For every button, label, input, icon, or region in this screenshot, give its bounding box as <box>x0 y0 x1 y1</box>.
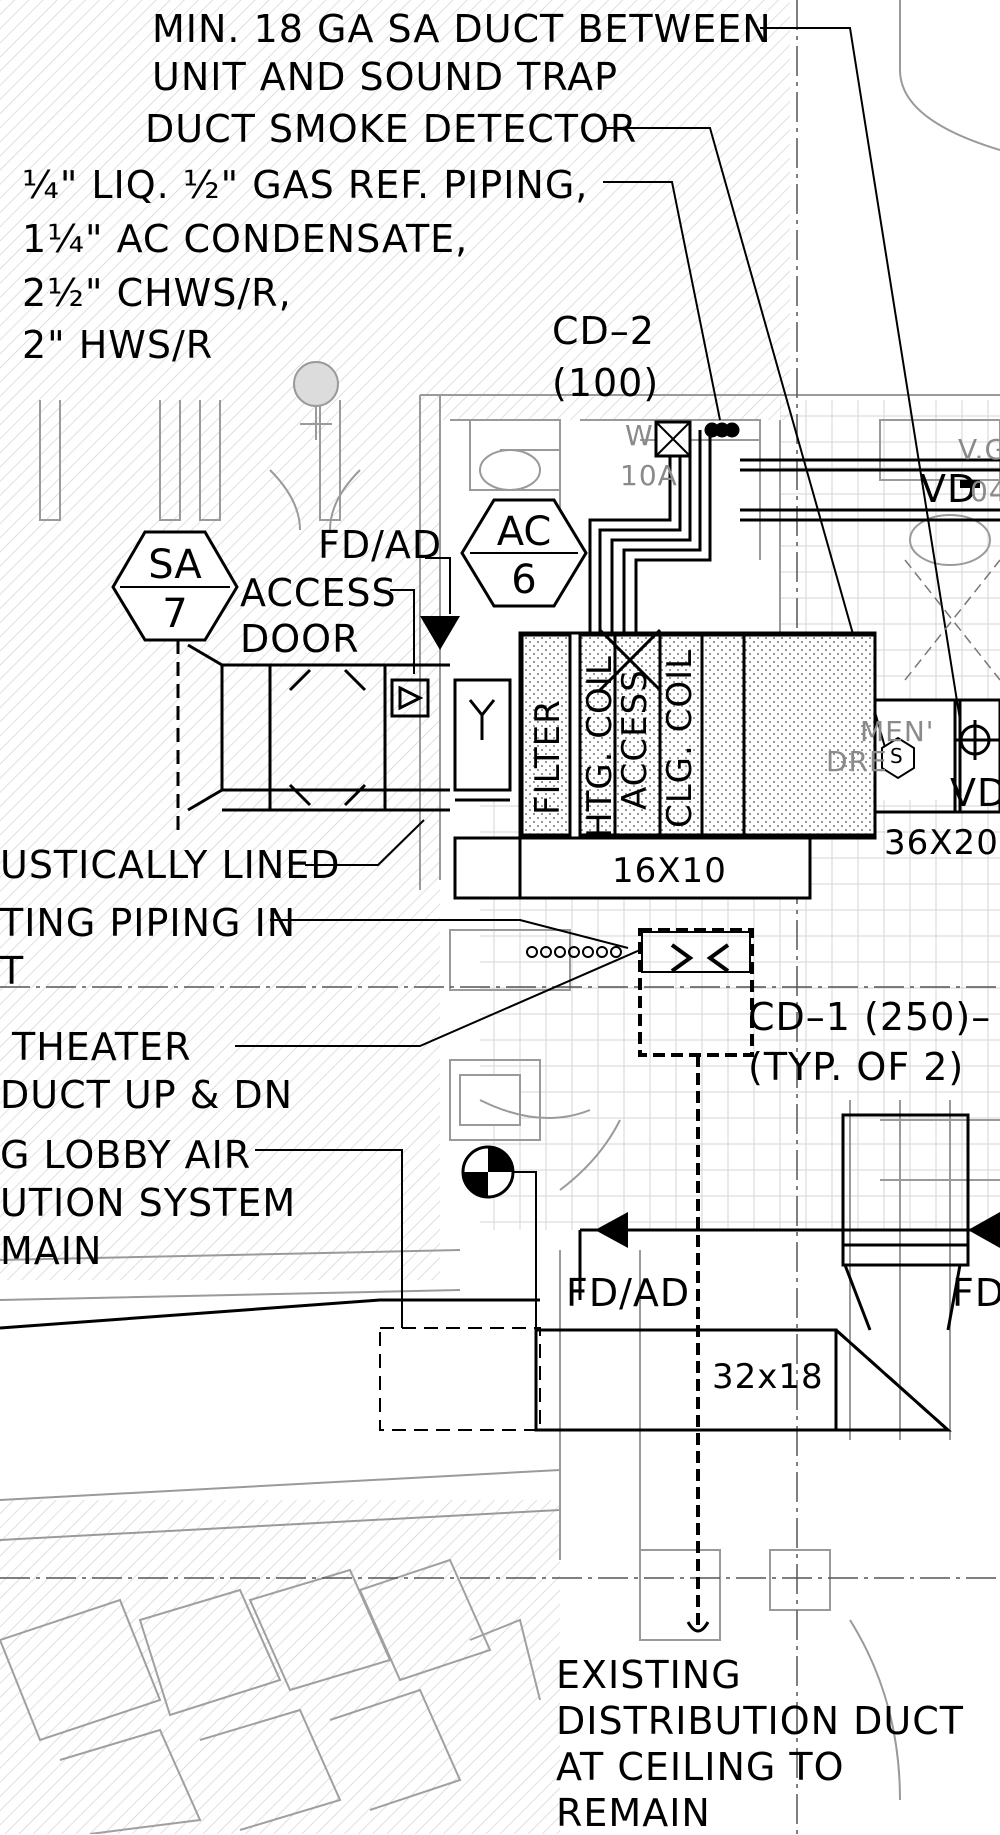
section-filter: FILTER <box>528 699 568 815</box>
tag-ac-label: AC <box>496 509 552 555</box>
note-smoke-detector: DUCT SMOKE DETECTOR <box>145 107 638 151</box>
room-label-10a: 10A <box>620 459 678 492</box>
piping-bundle <box>588 422 1000 633</box>
sound-trap-duct <box>176 640 512 830</box>
tag-fd-ad-bottom: FD/AD <box>566 1271 691 1315</box>
tag-vd-right: VD <box>950 771 1000 815</box>
note-piping-line2: 1¼" AC CONDENSATE, <box>22 217 469 261</box>
theater-seating <box>0 1558 541 1834</box>
fd-marker-right <box>968 1212 1000 1248</box>
smoke-detector-hex <box>881 736 915 780</box>
tag-fd-right: FD <box>952 1271 1000 1315</box>
note-lobby-line1: G LOBBY AIR <box>0 1133 252 1177</box>
duct-size-small: 16X10 <box>612 851 727 891</box>
note-theater-line1: THEATER <box>12 1025 192 1069</box>
cd2-diffuser-cross <box>655 421 691 457</box>
tag-sa-number: 7 <box>162 591 188 637</box>
tag-cd1-typ: (TYP. OF 2) <box>748 1045 965 1089</box>
duct-break-mark <box>686 1621 710 1633</box>
section-htg-coil: HTG. COIL <box>580 655 620 838</box>
note-distribution-line4: REMAIN <box>556 1791 711 1835</box>
section-access: ACCESS <box>615 669 655 810</box>
note-theater-line2: DUCT UP & DN <box>0 1073 294 1117</box>
note-min-duct-line1: MIN. 18 GA SA DUCT BETWEEN <box>152 7 772 51</box>
right-duct <box>873 559 1000 814</box>
note-existing-piping-line2: T <box>0 949 25 993</box>
tag-cd1: CD–1 (250)– <box>748 995 992 1039</box>
leader-lines <box>235 27 961 1328</box>
note-lobby-line2: UTION SYSTEM <box>0 1181 297 1225</box>
ac-unit <box>453 628 877 900</box>
note-existing-piping-line1: TING PIPING IN <box>0 901 297 945</box>
note-distribution-line3: AT CEILING TO <box>556 1745 845 1789</box>
note-min-duct-line2: UNIT AND SOUND TRAP <box>152 55 619 99</box>
room-label-vg: V.G <box>958 433 1000 466</box>
room-label-mens: MEN' <box>860 715 935 748</box>
tag-access-door-line1: ACCESS <box>240 571 397 615</box>
room-label-04: 04 <box>970 475 1000 508</box>
cd1-arrows <box>670 943 730 973</box>
section-clg-coil: CLG. COIL <box>660 648 700 828</box>
tag-sa-label: SA <box>148 542 202 588</box>
duct-size-main: 32x18 <box>712 1357 824 1397</box>
smoke-detector-symbol: S <box>890 744 904 768</box>
ceiling-fan-quadrants <box>463 1147 513 1197</box>
note-lobby-line3: MAIN <box>0 1229 103 1273</box>
tag-access-door-line2: DOOR <box>240 617 360 661</box>
tag-ac-number: 6 <box>511 557 537 603</box>
note-acoustically-lined: USTICALLY LINED <box>0 843 341 887</box>
room-label-w: W <box>625 419 654 452</box>
tag-vd-top: VD <box>920 467 978 511</box>
tag-cd2-cfm: (100) <box>552 361 660 405</box>
note-piping-line3: 2½" CHWS/R, <box>22 271 292 315</box>
tag-cd2-name: CD–2 <box>552 309 655 353</box>
cd1-diffuser <box>638 928 754 1630</box>
note-distribution-line1: EXISTING <box>556 1653 742 1697</box>
fd-ad-marker-top <box>420 616 460 650</box>
room-label-dress: DRE <box>826 745 888 778</box>
note-piping-line1: ¼" LIQ. ½" GAS REF. PIPING, <box>22 163 589 207</box>
duct-size-right: 36X20 <box>884 823 999 863</box>
tag-fd-ad-top: FD/AD <box>318 523 443 567</box>
main-supply-duct <box>0 1113 1000 1432</box>
note-piping-line4: 2" HWS/R <box>22 323 214 367</box>
existing-piping-coil <box>526 946 622 958</box>
note-distribution-line2: DISTRIBUTION DUCT <box>556 1699 964 1743</box>
hatched-area-top <box>0 0 790 420</box>
fd-ad-marker-bottom <box>595 1212 628 1248</box>
